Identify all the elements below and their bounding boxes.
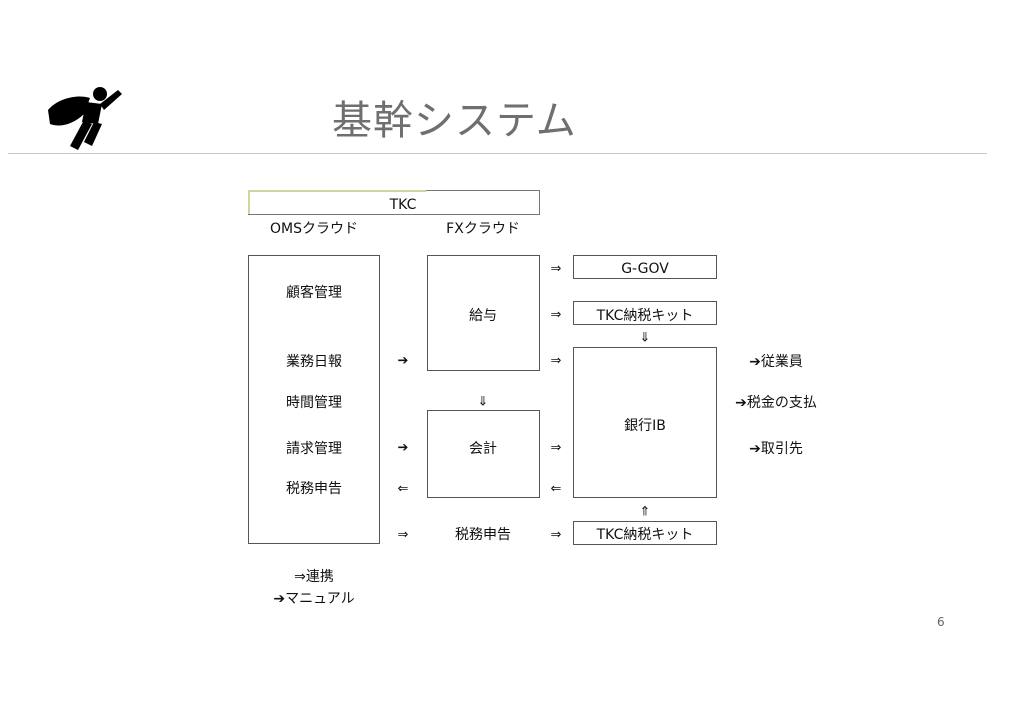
page-number: 6 [937, 615, 945, 629]
arrow-to-tkc-kit-bottom: ⇒ [550, 527, 562, 543]
bank-label: 銀行IB [624, 418, 666, 434]
oms-box [248, 255, 380, 544]
tkc-kit-bottom-label: TKC納税キット [596, 527, 694, 543]
arrow-oms-to-tax-filing: ⇒ [397, 527, 409, 543]
bank-box [573, 347, 717, 498]
accent-line [248, 190, 426, 192]
output-suppliers: ➔取引先 [749, 441, 803, 457]
arrow-billing-to-accounting: ➔ [397, 440, 409, 456]
arrow-kit-up-to-bank: ⇑ [639, 504, 651, 520]
fx-cloud-label: FXクラウド [446, 221, 520, 237]
arrow-accounting-to-oms: ⇐ [397, 481, 409, 497]
arrow-to-tkc-kit-top: ⇒ [550, 307, 562, 323]
arrow-payroll-to-bank: ⇒ [550, 353, 562, 369]
legend-link: ⇒連携 [294, 569, 334, 585]
output-tax-payment: ➔税金の支払 [735, 395, 817, 411]
accent-line-left [248, 190, 250, 214]
arrow-accounting-to-bank: ⇒ [550, 440, 562, 456]
arrow-to-ggov: ⇒ [550, 261, 562, 277]
accounting-box [427, 410, 540, 498]
tkc-kit-top-box [573, 301, 717, 325]
payroll-box [427, 255, 540, 371]
oms-item-time: 時間管理 [286, 395, 342, 411]
tkc-kit-bottom-box [573, 521, 717, 545]
arrow-payroll-to-accounting: ⇓ [477, 394, 489, 410]
ggov-label: G-GOV [621, 261, 669, 277]
tkc-kit-top-label: TKC納税キット [596, 308, 694, 324]
title-divider [8, 153, 987, 154]
tax-filing-label: 税務申告 [455, 527, 511, 543]
arrow-bank-to-accounting: ⇐ [550, 481, 562, 497]
payroll-label: 給与 [469, 308, 497, 324]
oms-item-billing: 請求管理 [286, 441, 342, 457]
superhero-icon [44, 84, 126, 154]
accounting-label: 会計 [469, 441, 497, 457]
legend-manual: ➔マニュアル [273, 591, 355, 607]
oms-item-daily-report: 業務日報 [286, 354, 342, 370]
arrow-kit-to-bank: ⇓ [639, 330, 651, 346]
oms-item-customer: 顧客管理 [286, 285, 342, 301]
output-employees: ➔従業員 [749, 354, 803, 370]
arrow-daily-to-payroll: ➔ [397, 353, 409, 369]
oms-item-tax-filing: 税務申告 [286, 481, 342, 497]
oms-cloud-label: OMSクラウド [270, 221, 358, 237]
tkc-header-bar [248, 190, 540, 215]
page-title: 基幹システム [332, 98, 577, 144]
ggov-box [573, 255, 717, 279]
tkc-header-label: TKC [389, 197, 417, 213]
